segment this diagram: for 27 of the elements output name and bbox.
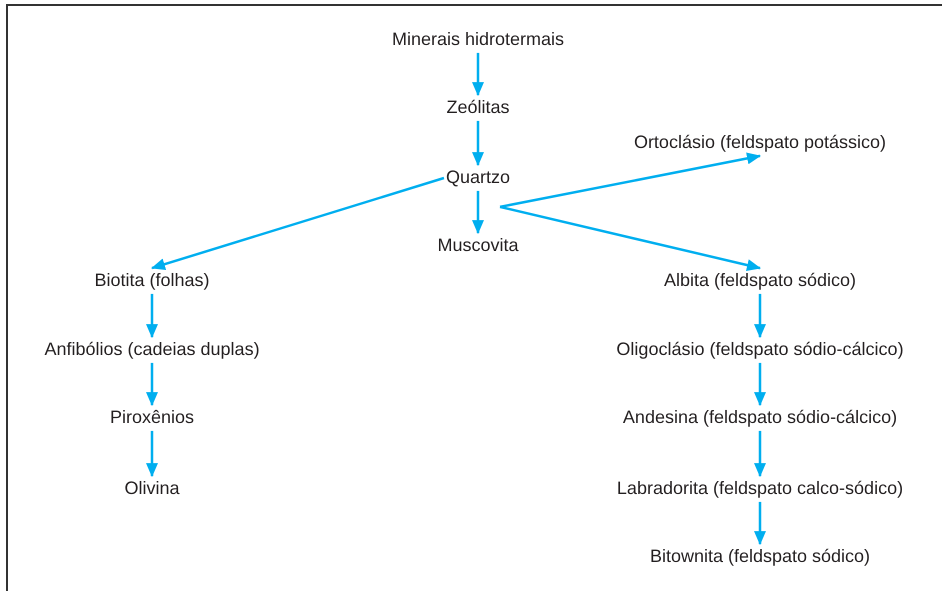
mineral-label: Oligoclásio (feldspato sódio-cálcico) [614, 337, 906, 363]
mineral-label: Anfibólios (cadeias duplas) [42, 337, 262, 363]
mineral-label: Muscovita [435, 233, 521, 259]
mineral-label: Labradorita (feldspato calco-sódico) [614, 476, 906, 502]
arrow [500, 206, 761, 271]
arrow [472, 52, 484, 96]
mineral-label: Biotita (folhas) [92, 268, 212, 294]
mineral-label: Quartzo [444, 165, 512, 191]
arrow [500, 152, 761, 208]
mineral-label: Olivina [122, 476, 182, 502]
mineral-label: Albita (feldspato sódico) [662, 268, 858, 294]
arrow [754, 430, 766, 478]
arrow [146, 294, 158, 338]
mineral-label: Andesina (feldspato sódio-cálcico) [620, 405, 900, 431]
arrow [754, 362, 766, 406]
arrow [146, 430, 158, 478]
mineral-label: Ortoclásio (feldspato potássico) [632, 130, 888, 156]
arrow [151, 176, 444, 270]
arrow [754, 502, 766, 546]
mineral-label: Bitownita (feldspato sódico) [648, 544, 872, 570]
mineral-label: Zeólitas [444, 95, 512, 121]
arrow [472, 190, 484, 234]
mineral-label: Minerais hidrotermais [390, 27, 566, 53]
mineral-label: Piroxênios [108, 405, 196, 431]
arrow [146, 362, 158, 406]
arrow [754, 294, 766, 338]
arrow [472, 120, 484, 166]
